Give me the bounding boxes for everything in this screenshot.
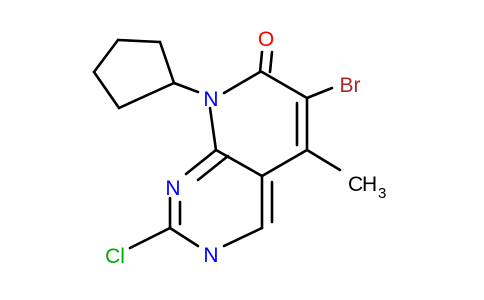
bond	[260, 148, 309, 178]
bond	[196, 154, 230, 182]
methyl-label: C H 3	[348, 173, 386, 202]
bond	[116, 38, 162, 44]
bond-cyclopentyl-n	[172, 81, 200, 94]
bond	[222, 70, 262, 95]
bond	[258, 50, 264, 74]
pyrimidine-n3-label: N	[203, 244, 218, 267]
bond	[222, 226, 264, 248]
bond	[214, 148, 264, 178]
bond	[168, 226, 200, 248]
pyrimidine-ring	[168, 148, 274, 248]
bromine-label: Br	[340, 74, 361, 97]
chlorine-label: Cl	[105, 245, 125, 268]
oxygen-label: O	[258, 28, 274, 51]
bond-c-cl	[128, 226, 172, 250]
ring-nitrogen-label: N	[203, 88, 218, 111]
bond-c-methyl	[305, 148, 342, 172]
bond	[92, 38, 120, 74]
bond	[184, 148, 218, 176]
bond	[268, 50, 274, 74]
methyl-c: C	[348, 173, 363, 196]
bond	[117, 81, 176, 110]
pyrimidine-n1-label: N	[165, 177, 180, 200]
bond	[158, 40, 176, 85]
bond	[92, 70, 121, 110]
cyclopentyl-ring	[92, 38, 176, 110]
pyridinone-ring	[208, 50, 309, 178]
methyl-subscript: 3	[378, 185, 386, 202]
bond-c-br	[305, 86, 334, 100]
bond	[208, 106, 218, 152]
bond	[260, 70, 309, 100]
methyl-h: H	[362, 173, 377, 196]
